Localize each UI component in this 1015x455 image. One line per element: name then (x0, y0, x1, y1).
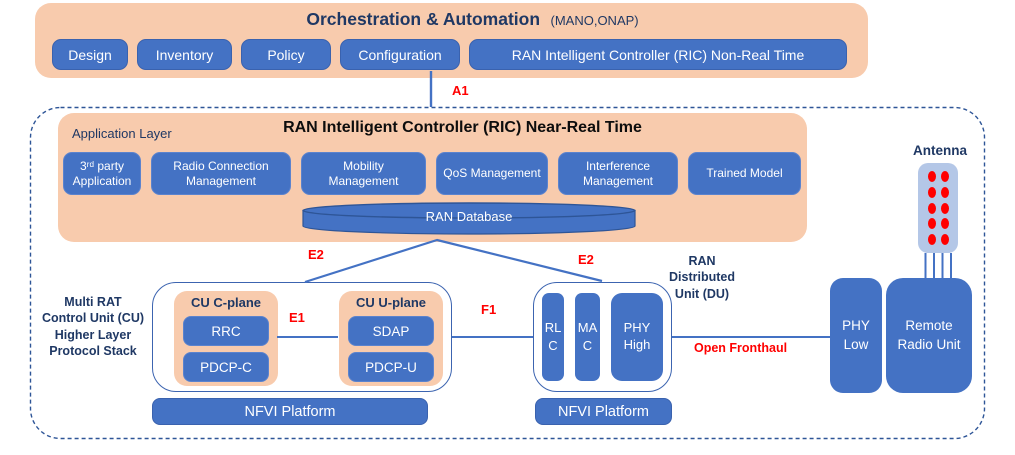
orchestration-subtitle: (MANO,ONAP) (550, 13, 639, 28)
cu-c-plane: CU C-plane RRC PDCP-C (174, 291, 278, 386)
node-rrc: RRC (183, 316, 269, 346)
antenna-element-dot (927, 171, 936, 182)
antenna-element-dot (940, 218, 949, 230)
node-mac: MAC (575, 293, 600, 381)
ric-near-rt-title: RAN Intelligent Controller (RIC) Near-Re… (283, 119, 642, 136)
antenna-element-dot (940, 186, 949, 198)
antenna-element-dot (927, 186, 936, 198)
node-sdap: SDAP (348, 316, 434, 346)
node-design: Design (52, 39, 128, 70)
cu-u-plane-title: CU U-plane (355, 295, 427, 310)
interface-label-e2-left: E2 (308, 247, 324, 262)
node-inventory: Inventory (137, 39, 232, 70)
antenna-element-dot (927, 218, 936, 230)
e2-lines (304, 238, 603, 284)
node-qos-management: QoS Management (436, 152, 548, 195)
ran-database-label: RAN Database (425, 209, 513, 224)
node-radio-connection-management: Radio Connection Management (151, 152, 291, 195)
cu-nfvi-platform: NFVI Platform (152, 398, 428, 425)
antenna-element-dot (940, 202, 949, 214)
antenna-element-dot (927, 202, 936, 214)
orchestration-node-row: Design Inventory Policy Configuration RA… (52, 39, 847, 70)
orchestration-title-text: Orchestration & Automation (306, 9, 541, 29)
cu-side-label: Multi RAT Control Unit (CU) Higher Layer… (41, 295, 145, 358)
antenna-element-dot (940, 171, 949, 182)
orchestration-title: Orchestration & Automation (MANO,ONAP) (35, 9, 868, 30)
interface-label-f1: F1 (481, 302, 497, 317)
du-label: RAN Distributed Unit (DU) (669, 254, 735, 301)
interface-label-a1: A1 (452, 83, 469, 98)
node-phy-low: PHY Low (830, 278, 882, 393)
ric-app-row: 3ʳᵈ party Application Radio Connection M… (63, 152, 801, 195)
node-third-party-application: 3ʳᵈ party Application (63, 152, 141, 195)
cu-c-plane-title: CU C-plane (190, 295, 262, 310)
antenna-icon (918, 163, 958, 253)
interface-label-e1: E1 (289, 310, 305, 325)
cu-u-plane: CU U-plane SDAP PDCP-U (339, 291, 443, 386)
node-phy-high: PHY High (611, 293, 663, 381)
node-trained-model: Trained Model (688, 152, 801, 195)
node-policy: Policy (241, 39, 331, 70)
interface-label-e2-right: E2 (578, 252, 594, 267)
node-remote-radio-unit: Remote Radio Unit (886, 278, 972, 393)
node-rlc: RLC (542, 293, 564, 381)
node-pdcp-u: PDCP-U (348, 352, 434, 382)
antenna-label: Antenna (913, 143, 967, 158)
node-ric-non-real-time: RAN Intelligent Controller (RIC) Non-Rea… (469, 39, 847, 70)
interface-label-open-fronthaul: Open Fronthaul (694, 341, 788, 355)
node-pdcp-c: PDCP-C (183, 352, 269, 382)
cu-box: CU C-plane RRC PDCP-C CU U-plane SDAP PD… (152, 282, 452, 392)
node-mobility-management: Mobility Management (301, 152, 426, 195)
du-nfvi-platform: NFVI Platform (535, 398, 672, 425)
antenna-element-dot (927, 234, 936, 245)
antenna-element-dot (940, 234, 949, 245)
node-configuration: Configuration (340, 39, 460, 70)
node-interference-management: Interference Management (558, 152, 678, 195)
